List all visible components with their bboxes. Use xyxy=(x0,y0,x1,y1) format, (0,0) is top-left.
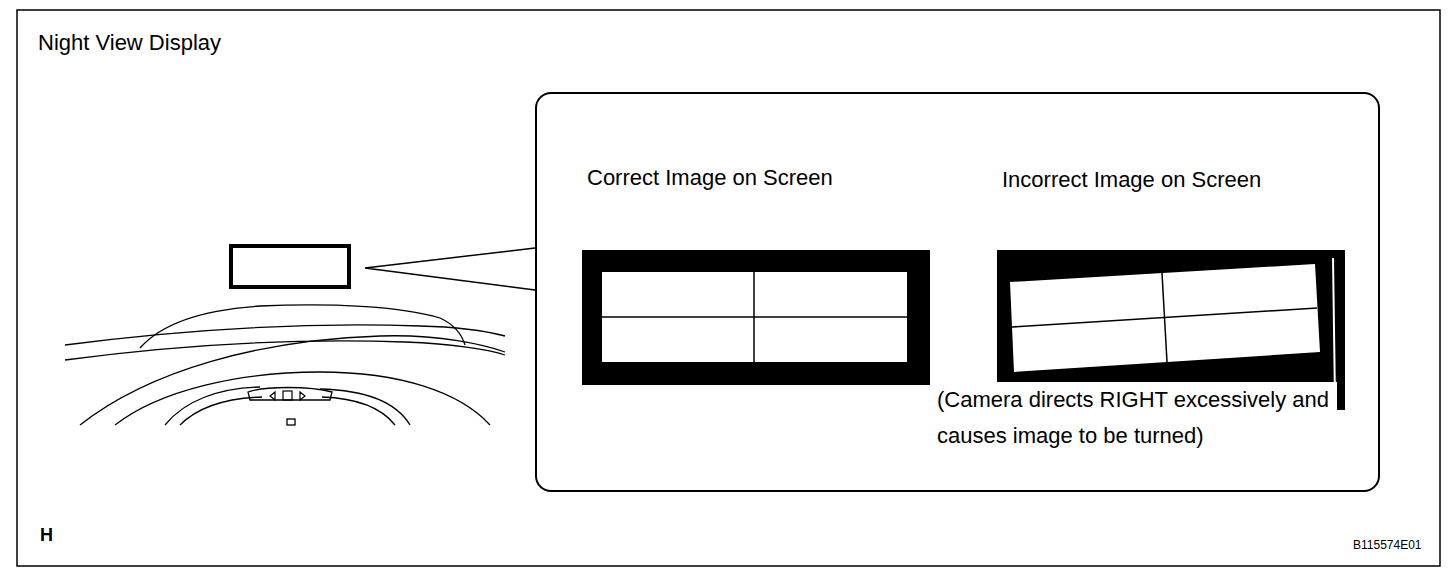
dashboard xyxy=(65,305,505,425)
dashboard-icons xyxy=(270,391,305,400)
screen-image xyxy=(582,250,930,385)
incorrect-screen-image: Incorrect Image on Screen (Camera directs… xyxy=(937,160,1377,460)
image-heading: Incorrect Image on Screen xyxy=(1002,167,1261,193)
title-wrap: Night View Display xyxy=(38,30,221,56)
display-location xyxy=(231,246,349,287)
correct-screen-image: Correct Image on Screen xyxy=(582,157,942,387)
diagram-title: Night View Display xyxy=(38,30,221,56)
label-wrap: H xyxy=(40,525,53,546)
label-wrap: B115574E01 xyxy=(1353,538,1422,552)
rotated-screen-area xyxy=(1010,264,1320,372)
grid-line xyxy=(1162,273,1167,362)
grid-line xyxy=(753,272,755,362)
screen-frame xyxy=(582,250,930,385)
image-heading: Correct Image on Screen xyxy=(587,165,833,191)
page-letter: H xyxy=(40,525,53,546)
screen-area xyxy=(602,272,907,362)
leader-line xyxy=(365,248,535,290)
edge-sliver xyxy=(1333,258,1335,400)
frame xyxy=(17,10,1440,566)
callout-panel: Correct Image on Screen Incorrect Image o… xyxy=(535,92,1380,492)
figure-code: B115574E01 xyxy=(1353,538,1422,552)
image-note: (Camera directs RIGHT excessively and ca… xyxy=(937,382,1337,454)
